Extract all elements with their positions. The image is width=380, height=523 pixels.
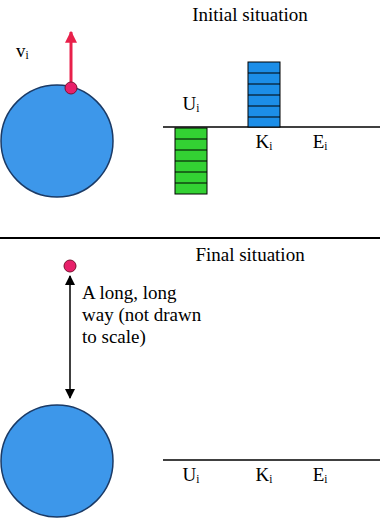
object-dot <box>64 260 76 272</box>
planet <box>1 405 113 517</box>
bar-baseline <box>163 459 380 461</box>
section-divider <box>0 237 380 239</box>
section-heading: Final situation <box>195 244 304 266</box>
distance-note: A long, long way (not drawn to scale) <box>82 282 208 348</box>
bar-label: Uᵢ <box>183 93 200 115</box>
bar-label: Kᵢ <box>256 131 273 153</box>
potential-energy-bar <box>175 128 207 194</box>
object-dot <box>65 82 77 94</box>
velocity-label: vᵢ <box>16 40 29 62</box>
bar-label: Uᵢ <box>183 464 200 486</box>
bar-label: Eᵢ <box>313 131 328 153</box>
velocity-arrow <box>70 32 73 82</box>
bar-label: Kᵢ <box>256 464 273 486</box>
bar-label: Eᵢ <box>313 464 328 486</box>
section-heading: Initial situation <box>192 4 308 26</box>
planet <box>1 85 113 197</box>
kinetic-energy-bar <box>248 62 280 127</box>
distance-arrow <box>69 276 71 398</box>
